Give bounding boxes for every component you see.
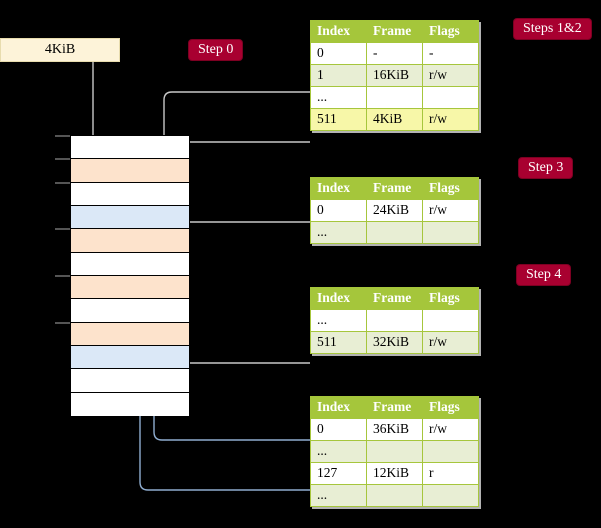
table-row: ...	[310, 86, 479, 109]
cell-frame: 24KiB	[366, 199, 423, 222]
cell-index: 0	[310, 418, 367, 441]
cell-frame: 16KiB	[366, 64, 423, 87]
physical-memory-frames	[70, 135, 190, 416]
cell-flags	[422, 484, 479, 507]
cell-flags: r/w	[422, 331, 479, 354]
memory-frame-row	[71, 206, 189, 230]
step-badge-step-0: Step 0	[189, 40, 243, 61]
cell-index: ...	[310, 86, 367, 109]
cell-frame	[366, 440, 423, 463]
table-row: 0--	[310, 42, 479, 65]
memory-frame-row	[71, 182, 189, 206]
column-header-frame: Frame	[366, 20, 423, 43]
memory-frame-row	[71, 392, 189, 416]
frame-tick	[55, 181, 70, 184]
cell-frame	[366, 86, 423, 109]
source-frame-box: 4KiB	[0, 38, 120, 62]
cell-index: ...	[310, 221, 367, 244]
cell-index: 0	[310, 199, 367, 222]
cell-flags: r	[422, 462, 479, 485]
step-badge-step-3: Step 3	[519, 158, 573, 179]
column-header-flags: Flags	[422, 20, 479, 43]
memory-frame-row	[71, 276, 189, 300]
column-header-index: Index	[310, 396, 367, 419]
memory-frame-row	[71, 252, 189, 276]
frame-tick	[55, 321, 70, 324]
cell-flags: -	[422, 42, 479, 65]
cell-index: 1	[310, 64, 367, 87]
column-header-flags: Flags	[422, 396, 479, 419]
cell-flags: r/w	[422, 199, 479, 222]
frame-tick	[55, 228, 70, 231]
cell-index: 127	[310, 462, 367, 485]
cell-flags: r/w	[422, 108, 479, 131]
table-row: ...	[310, 221, 479, 244]
cell-flags	[422, 309, 479, 332]
column-header-frame: Frame	[366, 396, 423, 419]
cell-index: 0	[310, 42, 367, 65]
cell-flags: r/w	[422, 64, 479, 87]
column-header-index: Index	[310, 177, 367, 200]
cell-index: ...	[310, 309, 367, 332]
table-row: ...	[310, 309, 479, 332]
cell-frame: 36KiB	[366, 418, 423, 441]
cell-frame	[366, 221, 423, 244]
memory-frame-row	[71, 299, 189, 323]
cell-frame	[366, 484, 423, 507]
column-header-frame: Frame	[366, 287, 423, 310]
table-row: ...	[310, 484, 479, 507]
memory-frame-row	[71, 159, 189, 183]
frame-tick	[55, 275, 70, 277]
memory-frame-row	[71, 346, 189, 370]
column-header-frame: Frame	[366, 177, 423, 200]
table-row: ...	[310, 440, 479, 463]
cell-frame: 4KiB	[366, 108, 423, 131]
frame-tick	[55, 158, 70, 161]
frame-tick	[55, 135, 70, 137]
cell-index: ...	[310, 440, 367, 463]
cell-frame: 12KiB	[366, 462, 423, 485]
memory-frame-row	[71, 136, 189, 160]
cell-flags: r/w	[422, 418, 479, 441]
column-header-index: Index	[310, 20, 367, 43]
cell-frame: 32KiB	[366, 331, 423, 354]
memory-frame-row	[71, 369, 189, 393]
column-header-flags: Flags	[422, 287, 479, 310]
column-header-flags: Flags	[422, 177, 479, 200]
memory-frame-row	[71, 229, 189, 253]
cell-index: 511	[310, 108, 367, 131]
cell-index: ...	[310, 484, 367, 507]
cell-flags	[422, 440, 479, 463]
cell-flags	[422, 86, 479, 109]
step-badge-step-4: Step 4	[517, 265, 571, 286]
step-badge-steps-1-2: Steps 1&2	[514, 19, 591, 40]
column-header-index: Index	[310, 287, 367, 310]
memory-frame-row	[71, 322, 189, 346]
cell-flags	[422, 221, 479, 244]
cell-index: 511	[310, 331, 367, 354]
cell-frame: -	[366, 42, 423, 65]
cell-frame	[366, 309, 423, 332]
